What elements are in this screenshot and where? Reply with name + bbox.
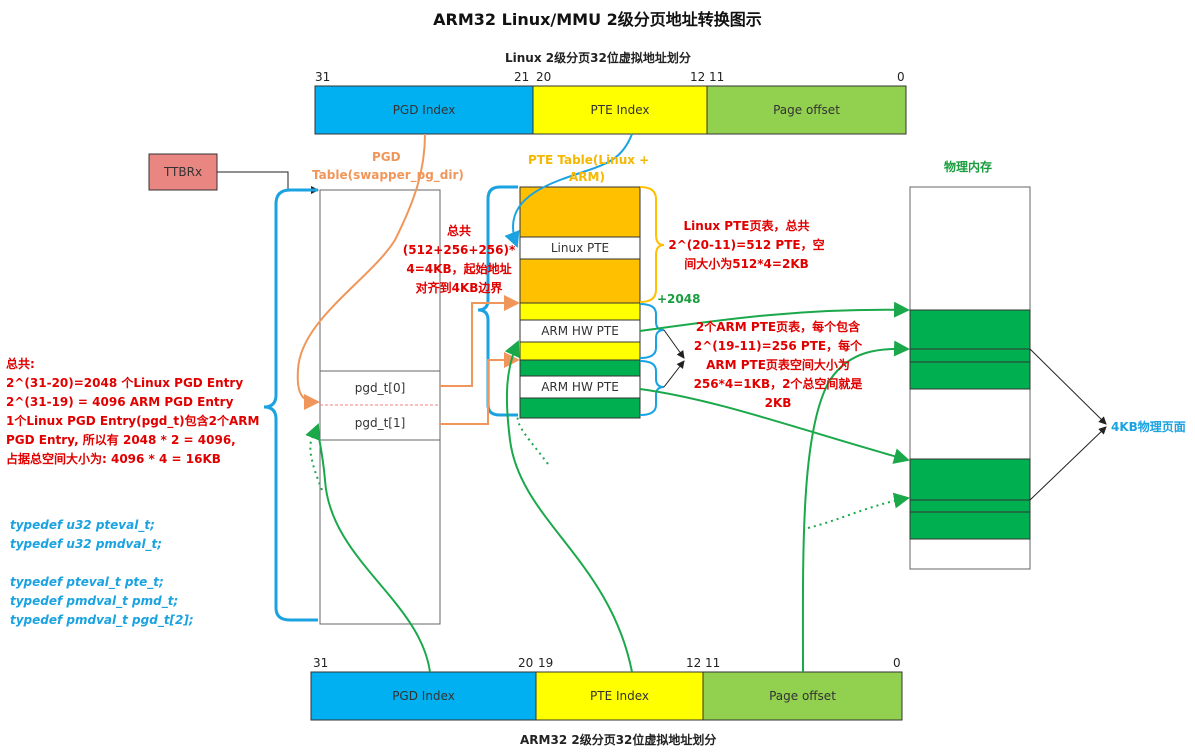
arm-bit-20: 20 [518,656,534,670]
phys-mem-title: 物理内存 [944,160,993,174]
linux-bit-31: 31 [315,70,331,84]
linux-page-offset-field [706,85,907,135]
ttbr-label: TTBRx [163,165,203,179]
linux-page-offset-label: Page offset [773,103,840,117]
pgd-entry-1: pgd_t[1] [354,415,406,430]
linux-pgd-index-field [314,85,534,135]
diagram-title: ARM32 Linux/MMU 2级分页地址转换图示 [433,10,762,29]
arm-pgd-index-label: PGD Index [392,689,455,703]
pgd-entry-0: pgd_t[0] [354,381,406,395]
note-pgd-summary: 总共: 2^(31-20)=2048 个Linux PGD Entry 2^(3… [6,357,260,466]
linux-pte-index-field [532,85,708,135]
linux-bit-20: 20 [536,70,552,84]
arm-pgd-index-field [310,671,537,721]
arm-bit-11: 11 [705,656,721,670]
pte-table-title-2: ARM) [569,170,605,184]
ttbr-box [148,153,218,191]
plus-2048-label: +2048 [657,292,701,306]
linux-va-caption: Linux 2级分页32位虚拟地址划分 [505,51,691,65]
note-linux-pte: Linux PTE页表，总共 2^(20-11)=512 PTE，空 间大小为5… [668,219,825,271]
linux-bit-11: 11 [709,70,725,84]
phys-page-label: 4KB物理页面 [1111,420,1186,434]
arm-hw-pte-2-label: ARM HW PTE [541,380,619,394]
typedef-block: typedef u32 pteval_t; typedef u32 pmdval… [10,518,194,627]
linux-bit-21: 21 [514,70,530,84]
arm-pte-index-field [535,671,704,721]
arm-bit-19: 19 [538,656,554,670]
pgd-table-title-1: PGD [372,150,401,164]
linux-pte-label: Linux PTE [550,241,610,255]
linux-bit-12: 12 [690,70,706,84]
arm-pte-index-label: PTE Index [590,689,649,703]
linux-bit-0: 0 [897,70,905,84]
linux-pte-index-label: PTE Index [590,103,650,117]
arm-bit-31: 31 [313,656,329,670]
arm-page-offset-field [702,671,903,721]
arm-va-caption: ARM32 2级分页32位虚拟地址划分 [520,733,717,747]
linux-pgd-index-label: PGD Index [392,103,456,117]
arm-page-offset-label: Page offset [769,689,836,703]
pgd-table-title-2: Table(swapper_pg_dir) [312,168,464,182]
note-total-pte: 总共 (512+256+256)* 4=4KB，起始地址 对齐到4KB边界 [402,224,516,295]
arm-bit-12: 12 [686,656,702,670]
linux-pte-block-top [519,186,641,238]
pgd-table [319,189,441,625]
arm-hw-pte-1-label: ARM HW PTE [541,324,619,338]
ttbr-arrow [217,171,319,194]
linux-pte-block-bottom [519,258,641,304]
pte-table-title-1: PTE Table(Linux + [528,153,650,167]
note-arm-pte: 2个ARM PTE页表，每个包含 2^(19-11)=256 PTE，每个 AR… [693,320,863,410]
arm-bit-0: 0 [893,656,901,670]
